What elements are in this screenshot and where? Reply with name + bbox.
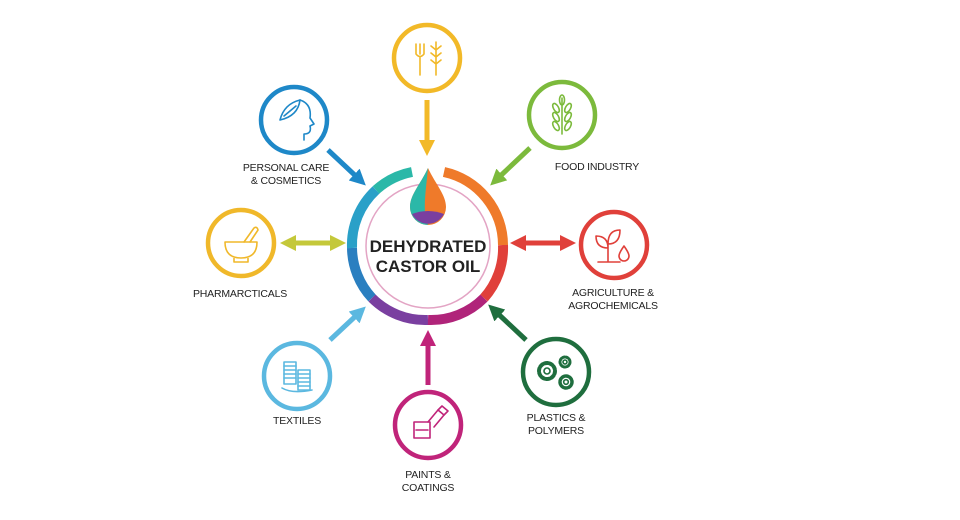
mortar-pestle-icon [224,226,259,263]
center-title-line1: DEHYDRATED [370,237,487,256]
center-hub: DEHYDRATED CASTOR OIL [346,167,509,326]
label-plastics-2: POLYMERS [528,425,584,437]
node-agriculture: AGRICULTURE & AGROCHEMICALS [568,209,658,312]
label-textiles: TEXTILES [273,415,321,427]
node-food [391,22,463,94]
node-textiles: TEXTILES [261,340,333,427]
arrows [279,100,577,385]
label-personal-care-2: & COSMETICS [251,175,321,187]
label-food-industry: FOOD INDUSTRY [555,161,639,173]
label-agriculture-1: AGRICULTURE & [572,287,654,299]
node-food-industry: FOOD INDUSTRY [526,79,639,173]
fork-wheat-icon [415,41,442,76]
label-paints-1: PAINTS & [405,469,451,481]
label-agriculture-2: AGROCHEMICALS [568,300,658,312]
paint-brush-icon [413,405,449,439]
arrow-food-industry [490,146,532,186]
node-plastics: PLASTICS & POLYMERS [520,336,592,437]
sprout-drop-icon [595,229,630,263]
label-plastics-1: PLASTICS & [527,412,586,424]
arrow-textiles [328,306,366,342]
label-pharmaceuticals: PHARMARCTICALS [193,288,287,300]
node-personal-care: PERSONAL CARE & COSMETICS [243,84,330,187]
arrow-plastics [488,304,528,342]
gears-icon [537,355,574,390]
face-leaf-icon [279,99,315,141]
thread-spools-icon [281,361,313,393]
wheat-icon [551,94,573,135]
center-title-line2: CASTOR OIL [376,257,481,276]
label-personal-care-1: PERSONAL CARE [243,162,329,174]
label-paints-2: COATINGS [402,482,455,494]
arrow-personal-care [326,148,366,186]
node-pharmaceuticals: PHARMARCTICALS [193,207,287,300]
node-paints: PAINTS & COATINGS [392,389,464,494]
